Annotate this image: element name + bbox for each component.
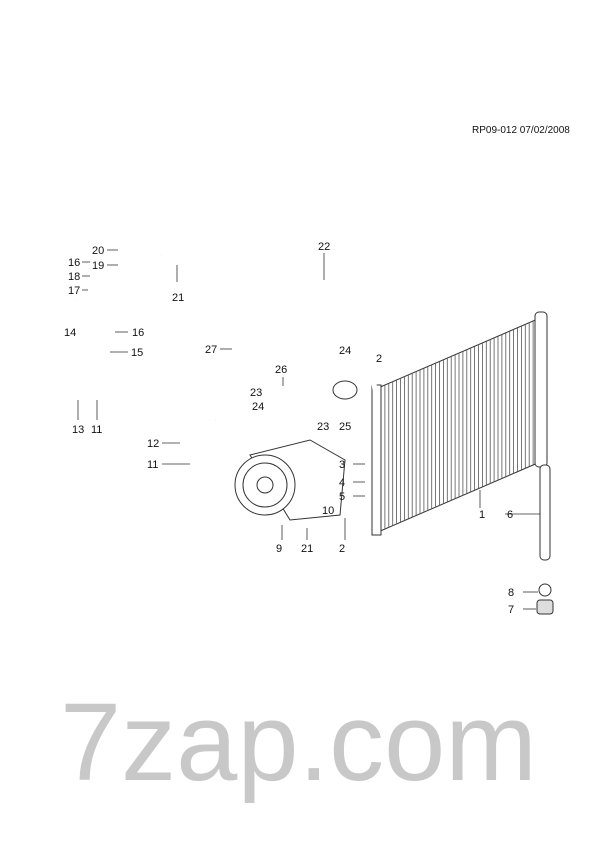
callout-15: 15 bbox=[131, 347, 143, 359]
watermark: 7zap.com bbox=[60, 681, 537, 804]
callout-8: 8 bbox=[508, 587, 514, 599]
callout-16: 16 bbox=[68, 257, 80, 269]
callout-21: 21 bbox=[172, 292, 184, 304]
callout-22: 22 bbox=[318, 241, 330, 253]
callout-24: 24 bbox=[339, 345, 351, 357]
callout-23: 23 bbox=[250, 387, 262, 399]
callout-9: 9 bbox=[276, 543, 282, 555]
receiver-drier bbox=[539, 464, 551, 561]
callout-3: 3 bbox=[339, 459, 345, 471]
callout-26: 26 bbox=[275, 364, 287, 376]
callout-20: 20 bbox=[92, 245, 104, 257]
callout-19: 19 bbox=[92, 260, 104, 272]
callout-7: 7 bbox=[508, 604, 514, 616]
diagram-reference: RP09-012 07/02/2008 bbox=[472, 125, 570, 136]
compressor bbox=[234, 439, 346, 521]
condenser bbox=[371, 311, 554, 615]
callout-21: 21 bbox=[301, 543, 313, 555]
callout-14: 14 bbox=[64, 327, 76, 339]
callout-25: 25 bbox=[339, 421, 351, 433]
callout-23: 23 bbox=[317, 421, 329, 433]
callout-16: 16 bbox=[132, 327, 144, 339]
callout-2: 2 bbox=[376, 353, 382, 365]
callout-2: 2 bbox=[339, 543, 345, 555]
callout-4: 4 bbox=[339, 477, 345, 489]
callout-1: 1 bbox=[479, 509, 485, 521]
callout-13: 13 bbox=[72, 424, 84, 436]
callout-27: 27 bbox=[205, 344, 217, 356]
callout-11: 11 bbox=[147, 459, 158, 471]
callout-18: 18 bbox=[68, 271, 80, 283]
callout-12: 12 bbox=[147, 438, 159, 450]
callout-24: 24 bbox=[252, 401, 264, 413]
callout-6: 6 bbox=[507, 509, 513, 521]
callout-5: 5 bbox=[339, 491, 345, 503]
ac-hoses bbox=[46, 253, 378, 543]
callout-10: 10 bbox=[322, 505, 334, 517]
callout-11: 11 bbox=[91, 424, 102, 436]
callout-17: 17 bbox=[68, 285, 80, 297]
